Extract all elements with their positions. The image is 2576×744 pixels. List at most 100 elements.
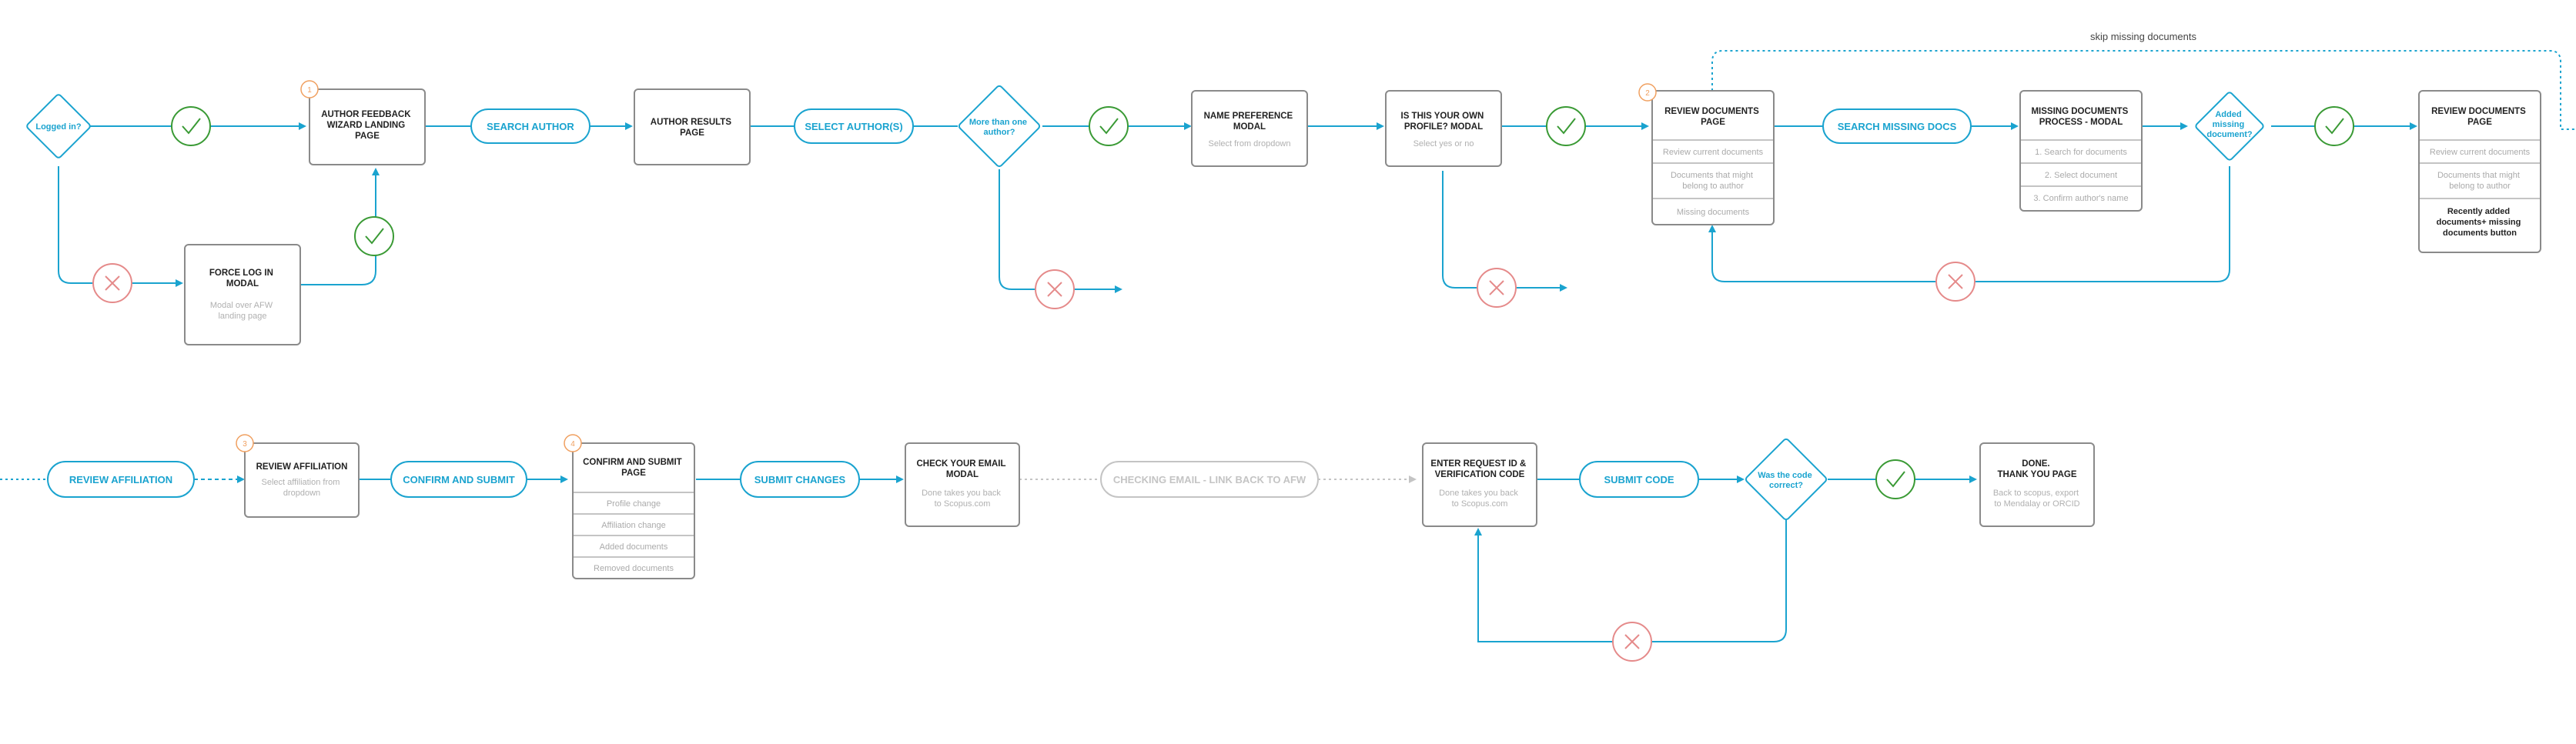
page-subtitle: to Scopus.com — [935, 499, 991, 509]
page-row: Review current documents — [2430, 148, 2531, 157]
page-author-results: AUTHOR RESULTS PAGE — [634, 88, 751, 165]
page-subtitle: Done takes you back — [922, 489, 1001, 498]
cross-icons — [92, 262, 1975, 662]
check-icon — [354, 216, 394, 256]
page-review-documents-1: REVIEW DOCUMENTS PAGE Review current doc… — [1651, 90, 1775, 225]
svg-text:CHECK YOUR EMAIL MODAL: CHECK YOUR EMAIL MODAL — [916, 459, 1008, 479]
svg-text:Back to scopus, export t: Back to scopus, export to Mendalay or OR… — [1993, 489, 2081, 509]
svg-text:MISSING DOCUMENTS PROCES: MISSING DOCUMENTS PROCESS - MODAL — [2031, 107, 2130, 127]
page-subtitle: Back to scopus, export — [1993, 489, 2079, 498]
action-label: SUBMIT CODE — [1604, 474, 1674, 485]
page-title: MODAL — [226, 279, 259, 289]
page-subtitle: Done takes you back — [1439, 489, 1518, 498]
page-row: Removed documents — [594, 564, 674, 573]
check-icons — [171, 106, 2354, 499]
page-title: FORCE LOG IN — [209, 269, 273, 278]
page-title: DONE. — [2022, 459, 2049, 469]
step-number: 2 — [1645, 89, 1650, 98]
action-search-author[interactable]: SEARCH AUTHOR — [470, 108, 590, 144]
page-row: Profile change — [607, 499, 661, 509]
modal-own-profile: IS THIS YOUR OWN PROFILE? MODAL Select y… — [1385, 90, 1502, 167]
decision-text: document? — [2206, 130, 2253, 139]
svg-text:Recently added documents: Recently added documents+ missing docume… — [2437, 207, 2524, 238]
page-row: Documents that might — [1671, 171, 1753, 180]
svg-text:AUTHOR FEEDBACK WIZARD L: AUTHOR FEEDBACK WIZARD LANDING PAGE — [321, 110, 413, 141]
action-label: SEARCH AUTHOR — [487, 121, 574, 132]
page-title: NAME PREFERENCE — [1204, 112, 1293, 121]
page-row: Missing documents — [1677, 208, 1750, 217]
page-confirm-submit: CONFIRM AND SUBMIT PAGE Profile change A… — [572, 442, 695, 579]
step-badge: 1 — [300, 80, 319, 98]
page-title: PAGE — [2467, 118, 2492, 127]
action-search-missing-docs[interactable]: SEARCH MISSING DOCS — [1822, 108, 1972, 144]
check-icon — [1546, 106, 1586, 146]
close-icon — [92, 263, 132, 303]
close-icon — [1612, 622, 1652, 662]
svg-text:Documents that might bel: Documents that might belong to author — [2437, 171, 2522, 191]
page-title: MODAL — [946, 470, 979, 479]
page-subtitle: Select affiliation from — [262, 478, 340, 487]
action-confirm-and-submit[interactable]: CONFIRM AND SUBMIT — [390, 461, 527, 498]
page-title: AUTHOR FEEDBACK — [321, 110, 411, 119]
step-badge: 4 — [564, 434, 582, 452]
decision-text: More than one — [969, 118, 1027, 127]
page-row: Added documents — [600, 542, 668, 552]
page-subtitle: to Scopus.com — [1452, 499, 1508, 509]
page-title: PAGE — [621, 469, 646, 478]
page-title: ENTER REQUEST ID & — [1430, 459, 1526, 469]
action-label: SUBMIT CHANGES — [754, 474, 846, 485]
decision-logged-in: Logged in? — [26, 94, 91, 158]
decision-text: Added — [2215, 110, 2241, 119]
decision-text: Was the code — [1758, 471, 1812, 480]
skip-connector — [1711, 50, 2576, 130]
page-row-highlight: documents button — [2443, 229, 2517, 238]
check-icon — [1089, 106, 1129, 146]
decision-added-missing-document: Added missing document? — [2195, 92, 2264, 161]
page-subtitle: Modal over AFW — [210, 301, 273, 310]
svg-text:REVIEW DOCUMENTS PAGE: REVIEW DOCUMENTS PAGE — [2431, 107, 2528, 127]
action-checking-email: CHECKING EMAIL - LINK BACK TO AFW — [1100, 461, 1319, 498]
step-badge: 3 — [236, 434, 254, 452]
page-title: AUTHOR RESULTS — [651, 118, 732, 127]
check-icon — [2314, 106, 2354, 146]
check-icon — [171, 106, 211, 146]
check-icon — [1875, 459, 1915, 499]
action-submit-code[interactable]: SUBMIT CODE — [1579, 461, 1699, 498]
page-row: belong to author — [2449, 182, 2511, 191]
svg-text:Logged in?: Logged in? — [35, 122, 82, 132]
page-title: PROCESS - MODAL — [2039, 118, 2123, 127]
svg-text:More than one author?: More than one author? — [969, 118, 1029, 137]
svg-text:Was the code correct?: Was the code correct? — [1758, 471, 1815, 490]
svg-text:IS THIS YOUR OWN PROFILE: IS THIS YOUR OWN PROFILE? MODAL — [1401, 112, 1487, 132]
page-row: 3. Confirm author's name — [2033, 194, 2128, 203]
page-title: VERIFICATION CODE — [1435, 470, 1525, 479]
connector — [1442, 171, 1567, 292]
action-select-authors[interactable]: SELECT AUTHOR(S) — [794, 108, 914, 144]
action-submit-changes[interactable]: SUBMIT CHANGES — [740, 461, 860, 498]
page-subtitle: Select yes or no — [1413, 139, 1474, 148]
decision-text: missing — [2213, 120, 2245, 129]
svg-text:Done takes you back to S: Done takes you back to Scopus.com — [922, 489, 1003, 509]
connector — [1474, 520, 1787, 642]
page-title: PAGE — [355, 132, 380, 141]
page-title: REVIEW DOCUMENTS — [1664, 107, 1759, 116]
page-thank-you: DONE. THANK YOU PAGE Back to scopus, exp… — [1979, 442, 2095, 527]
action-label: CONFIRM AND SUBMIT — [403, 474, 514, 485]
decision-text: correct? — [1769, 481, 1803, 490]
page-row: 2. Select document — [2045, 171, 2117, 180]
connector — [999, 169, 1122, 293]
page-title: MISSING DOCUMENTS — [2031, 107, 2128, 116]
page-subtitle: to Mendalay or ORCID — [1994, 499, 2079, 509]
svg-text:FORCE LOG IN MODAL: FORCE LOG IN MODAL — [209, 269, 276, 289]
page-title: CHECK YOUR EMAIL — [916, 459, 1005, 469]
step-number: 1 — [307, 86, 312, 95]
action-label: SELECT AUTHOR(S) — [805, 121, 902, 132]
svg-text:Modal over AFW landing p: Modal over AFW landing page — [210, 301, 275, 321]
page-title: THANK YOU PAGE — [1997, 470, 2076, 479]
svg-text:CONFIRM AND SUBMIT PAGE: CONFIRM AND SUBMIT PAGE — [583, 458, 684, 478]
page-row: belong to author — [1682, 182, 1744, 191]
page-row: Documents that might — [2437, 171, 2520, 180]
page-row: Affiliation change — [601, 521, 666, 530]
action-review-affiliation[interactable]: REVIEW AFFILIATION — [47, 461, 195, 498]
